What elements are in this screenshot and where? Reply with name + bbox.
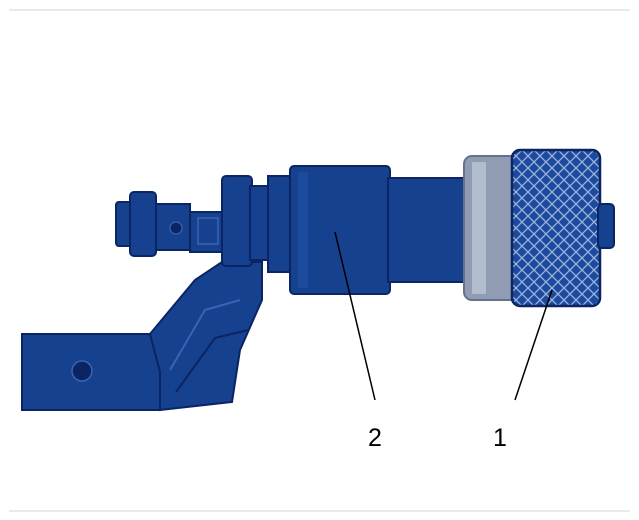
right-pin <box>597 203 615 249</box>
leader-line-2 <box>334 231 376 401</box>
left-spindle <box>115 175 293 273</box>
knurled-nut <box>510 148 602 308</box>
angled-handle <box>21 261 263 412</box>
handle-hole <box>71 360 93 382</box>
callout-label-2: 2 <box>368 424 382 452</box>
leader-line-1 <box>514 289 553 401</box>
callout-label-1: 1 <box>493 424 507 452</box>
main-body <box>289 165 469 295</box>
